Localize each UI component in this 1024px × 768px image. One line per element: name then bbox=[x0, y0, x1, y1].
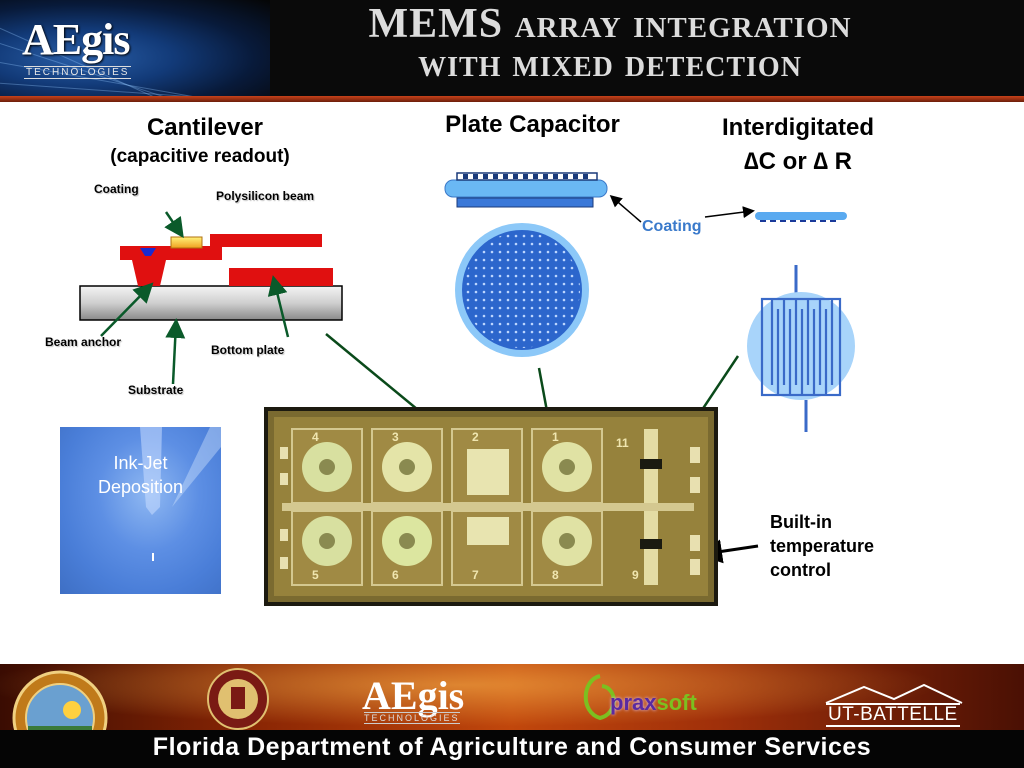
header-divider bbox=[0, 96, 1024, 102]
coating-label: Coating bbox=[94, 182, 139, 196]
chip-cell-number: 11 bbox=[616, 436, 629, 450]
chip-cell-number: 3 bbox=[392, 430, 399, 444]
beam-anchor-label: Beam anchor bbox=[45, 335, 122, 349]
interdigitated-top-view bbox=[747, 265, 855, 432]
polysilicon-beam-label: Polysilicon beam bbox=[216, 189, 315, 203]
footer-aegis-subtext: TECHNOLOGIES bbox=[364, 712, 460, 724]
chip-cell-number: 4 bbox=[312, 430, 319, 444]
chip-cell-number: 8 bbox=[552, 568, 559, 582]
substrate-block bbox=[79, 285, 343, 321]
footer-fire-glow bbox=[0, 664, 1024, 734]
plate-capacitor-top-view bbox=[455, 223, 589, 357]
temperature-label-line2: temperature bbox=[770, 536, 875, 556]
chip-cell-number: 2 bbox=[472, 430, 479, 444]
plate-capacitor-side-view bbox=[444, 172, 608, 208]
header: AEgis TECHNOLOGIES MEMS array integratio… bbox=[0, 0, 1024, 96]
bottom-plate-shape bbox=[229, 268, 333, 286]
cantilever-cross-section bbox=[79, 234, 343, 321]
anchor-insert bbox=[140, 248, 156, 256]
chip-cell-number: 9 bbox=[632, 568, 639, 582]
inkjet-deposition-photo bbox=[60, 427, 221, 594]
chip-cell-number: 6 bbox=[392, 568, 399, 582]
plate-capacitor-title: Plate Capacitor bbox=[445, 111, 620, 138]
footer-department-name: Florida Department of Agriculture and Co… bbox=[152, 733, 872, 761]
ut-battelle-mountain-icon bbox=[825, 683, 963, 704]
footer-text-band bbox=[0, 730, 1024, 768]
chip-cell-number: 7 bbox=[472, 568, 479, 582]
florida-state-university-seal-icon bbox=[207, 668, 269, 730]
coating-callout-label: Coating bbox=[642, 218, 702, 235]
cantilever-label-arrows bbox=[100, 211, 290, 385]
praxsoft-prax: prax bbox=[610, 690, 657, 715]
coating-pad bbox=[170, 236, 203, 249]
cantilever-subtitle: (capacitive readout) bbox=[110, 146, 290, 167]
cantilever-title: Cantilever bbox=[146, 114, 264, 141]
ut-battelle-logo: UT-BATTELLE bbox=[826, 703, 960, 727]
logo-swirl-background bbox=[0, 0, 270, 96]
aegis-logo-subtext: TECHNOLOGIES bbox=[24, 66, 132, 79]
interdigitated-subtitle: ∆C or ∆ R bbox=[743, 148, 853, 175]
inkjet-label-line1: Ink-Jet bbox=[113, 453, 168, 473]
inkjet-deposition-label: Ink-Jet Deposition bbox=[60, 451, 221, 499]
temperature-label-line1: Built-in bbox=[770, 512, 832, 532]
aegis-logo: AEgis bbox=[22, 15, 130, 64]
mems-array-chip-photo: 4 3 2 1 11 5 6 7 8 9 bbox=[264, 407, 718, 606]
built-in-temperature-control-label: Built-in temperature control bbox=[770, 510, 910, 582]
interdigitated-title: Interdigitated bbox=[721, 114, 874, 141]
mems-diagrams bbox=[79, 172, 855, 564]
praxsoft-logo: praxsoft bbox=[610, 690, 697, 716]
praxsoft-swirl-icon bbox=[583, 674, 616, 721]
praxsoft-soft: soft bbox=[656, 690, 697, 715]
temperature-label-line3: control bbox=[770, 560, 831, 580]
slide-title-line2: with mixed detection bbox=[418, 40, 802, 85]
slide-title-line1: MEMS array integration bbox=[368, 1, 852, 47]
chip-cell-number: 5 bbox=[312, 568, 319, 582]
bottom-plate-label: Bottom plate bbox=[211, 343, 285, 357]
footer-aegis-logo: AEgis bbox=[362, 673, 465, 718]
inkjet-label-line2: Deposition bbox=[97, 477, 184, 497]
substrate-label: Substrate bbox=[128, 383, 184, 397]
interdigitated-side-view bbox=[755, 212, 847, 222]
chip-cell-number: 1 bbox=[552, 430, 559, 444]
